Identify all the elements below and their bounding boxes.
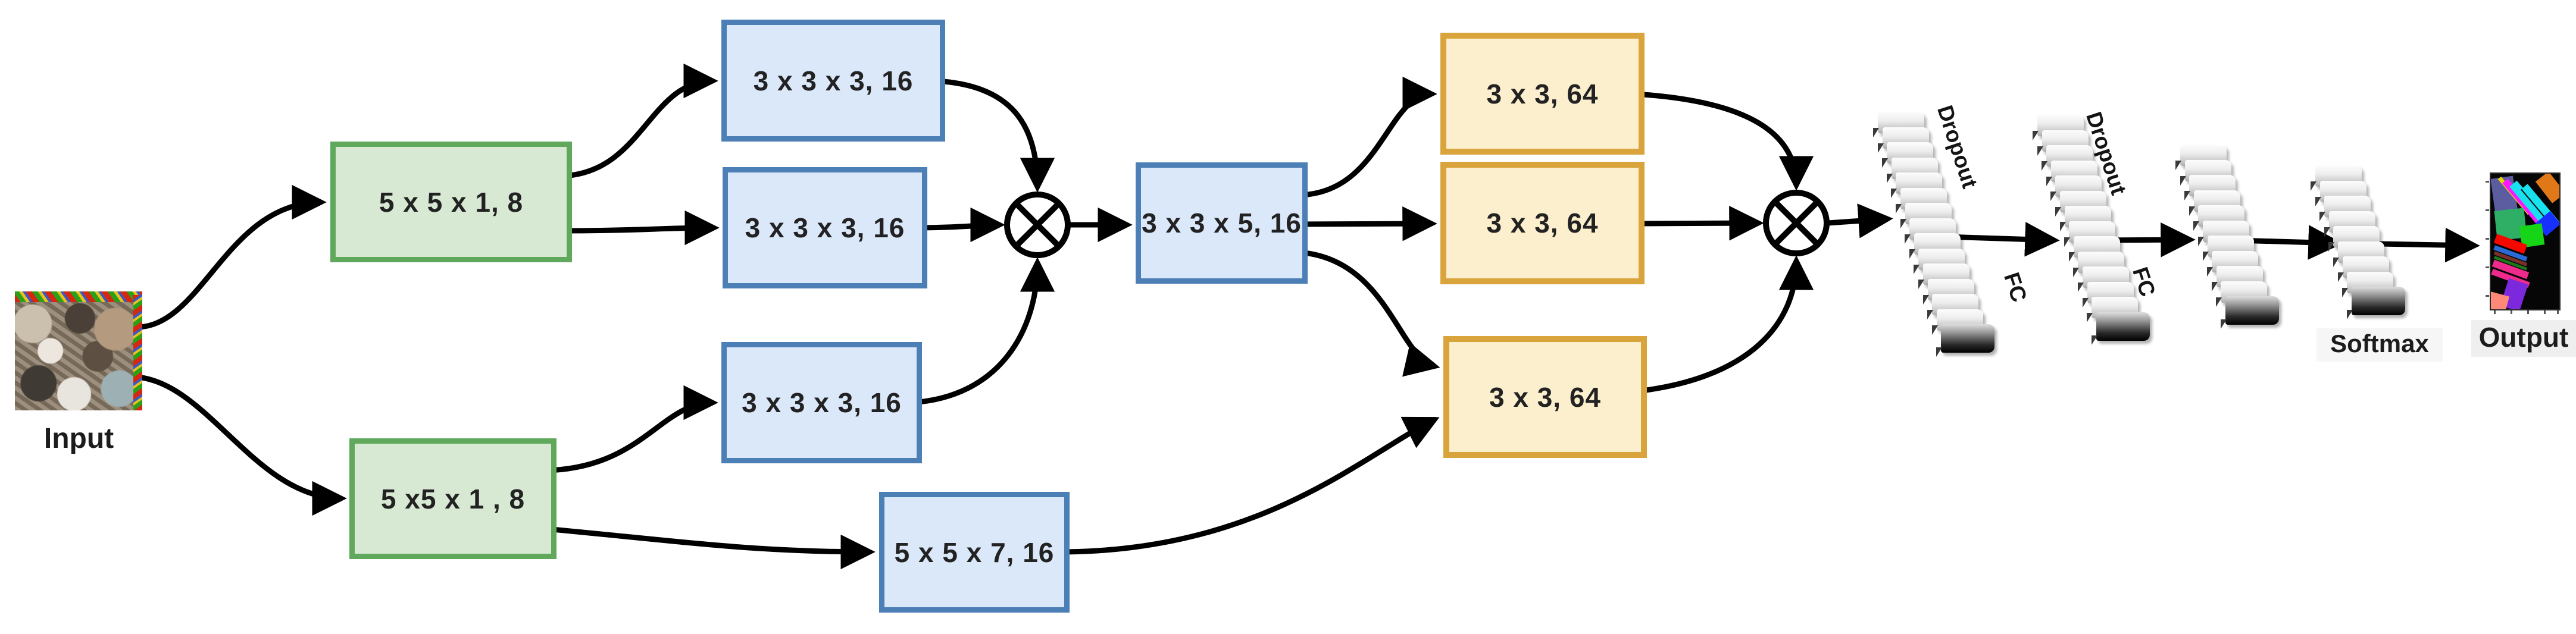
conv-box-5x5x1-top: 5 x 5 x 1, 8	[330, 142, 572, 262]
wire-input-to-green-top	[135, 184, 327, 330]
output-map-image	[2490, 172, 2561, 310]
conv-box-3x3-64-top: 3 x 3, 64	[1440, 33, 1645, 155]
wire-mul2-to-stack1	[1827, 203, 1893, 238]
wire-green-bot-to-blue-c	[545, 385, 718, 473]
multiply-node-1	[1004, 192, 1071, 258]
wire-green-top-to-blue-b	[561, 210, 720, 246]
wire-green-bot-to-blue-d	[545, 526, 876, 570]
conv-box-label: 5 x 5 x 7, 16	[894, 536, 1055, 568]
axis-tick	[2544, 310, 2546, 314]
wire-stack1-to-stack2	[1944, 222, 2060, 257]
conv-box-label: 5 x 5 x 1, 8	[379, 186, 524, 218]
conv-box-3x3-64-mid: 3 x 3, 64	[1440, 162, 1645, 284]
input-image-cube	[15, 291, 142, 410]
conv-box-5x5x7: 5 x 5 x 7, 16	[879, 492, 1070, 613]
input-cube-top-face	[15, 291, 142, 303]
softmax-label: Softmax	[2316, 328, 2443, 362]
fc-brick	[2091, 312, 2150, 345]
axis-tick	[2494, 310, 2496, 314]
axis-tick	[2486, 181, 2489, 183]
conv-box-label: 3 x 3, 64	[1489, 381, 1602, 413]
conv-box-3x3-64-bot: 3 x 3, 64	[1443, 336, 1647, 458]
conv-box-3x3x3-mid: 3 x 3 x 3, 16	[723, 167, 927, 288]
wire-green-top-to-blue-a	[561, 63, 718, 179]
conv-box-3x3x5: 3 x 3 x 5, 16	[1136, 162, 1308, 284]
wire-blue-a-to-mul1	[934, 78, 1055, 193]
fc-brick	[1936, 324, 1995, 357]
input-label: Input	[43, 423, 114, 454]
wire-blue-e-to-yellow-bot	[1296, 249, 1440, 377]
fc-brick	[2346, 287, 2405, 319]
multiply-node-2	[1763, 190, 1830, 256]
conv-box-label: 3 x 3, 64	[1486, 208, 1599, 238]
axis-tick	[2527, 310, 2529, 314]
conv-box-label: 5 x5 x 1 , 8	[380, 483, 526, 514]
axis-tick	[2486, 238, 2489, 240]
conv-box-label: 3 x 3 x 5, 16	[1142, 208, 1302, 238]
wire-blue-d-to-yellow-bot	[1058, 416, 1440, 555]
wire-yellow-mid-to-mul2	[1634, 205, 1764, 241]
conv-box-label: 3 x 3, 64	[1486, 78, 1599, 109]
conv-box-label: 3 x 3 x 3, 16	[742, 387, 902, 418]
axis-tick	[2557, 310, 2559, 314]
wire-blue-e-to-yellow-top	[1296, 76, 1437, 198]
wire-yellow-top-to-mul2	[1634, 91, 1814, 191]
input-cube-front-face	[15, 302, 133, 410]
input-cube-side-face	[133, 295, 142, 410]
conv-box-3x3x3-top: 3 x 3 x 3, 16	[721, 20, 945, 142]
conv-box-label: 3 x 3 x 3, 16	[745, 212, 905, 243]
axis-tick	[2486, 209, 2489, 211]
output-classification-plot	[2481, 170, 2564, 316]
axis-tick	[2486, 295, 2489, 297]
axis-tick	[2486, 266, 2489, 268]
axis-tick	[2511, 310, 2512, 314]
wire-yellow-bot-to-mul2	[1637, 255, 1814, 394]
wire-input-to-green-bottom	[136, 374, 347, 516]
conv-box-3x3x3-low: 3 x 3 x 3, 16	[721, 342, 922, 463]
conv-box-5x5x1-bottom: 5 x5 x 1 , 8	[349, 438, 557, 559]
wire-stack4-to-output	[2379, 227, 2480, 263]
wire-blue-c-to-mul1	[911, 257, 1055, 406]
fc-brick	[2221, 296, 2279, 329]
wire-blue-b-to-mul1	[916, 207, 1005, 243]
output-label: Output	[2471, 320, 2576, 357]
conv-box-label: 3 x 3 x 3, 16	[753, 65, 914, 96]
